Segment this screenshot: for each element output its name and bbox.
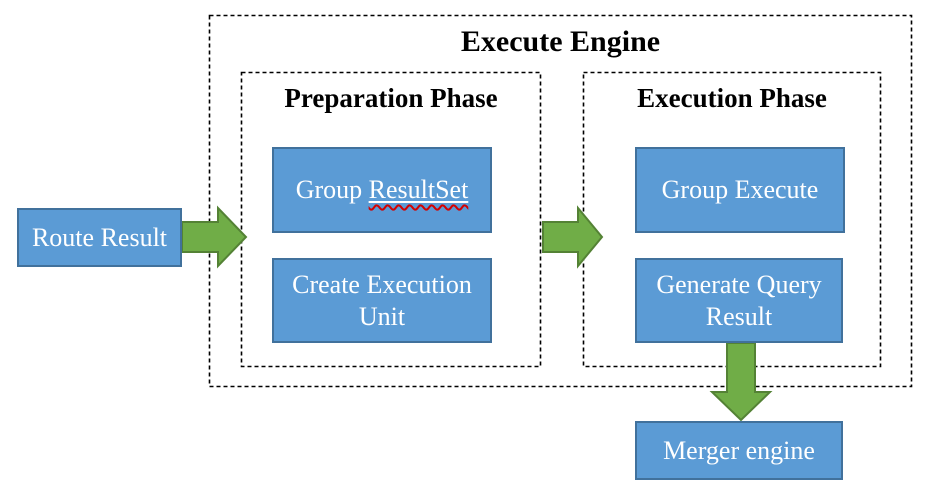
arrow-right-route-to-preparation-icon <box>181 205 248 269</box>
execute-engine-dashed-box <box>208 14 913 388</box>
preparation-phase-dashed-box <box>240 71 542 368</box>
group-resultset-node: Group ResultSet <box>272 147 492 233</box>
execute-engine-title: Execute Engine <box>460 25 661 58</box>
route-result-label: Route Result <box>31 222 168 252</box>
merger-engine-label: Merger engine <box>663 435 815 465</box>
spellcheck-squiggle: ResultSet <box>369 175 469 204</box>
arrow-down-result-to-merger-icon <box>709 342 773 422</box>
generate-query-result-node: Generate Query Result <box>635 258 843 343</box>
group-execute-node: Group Execute <box>635 147 845 233</box>
group-resultset-label-prefix: Group <box>295 175 369 205</box>
merger-engine-node: Merger engine <box>635 421 843 480</box>
preparation-phase-title: Preparation Phase <box>284 83 498 113</box>
route-result-node: Route Result <box>17 208 182 267</box>
group-resultset-label-word: ResultSet <box>368 175 469 205</box>
arrow-right-preparation-to-execution-icon <box>542 205 604 269</box>
create-execution-unit-node: Create Execution Unit <box>272 258 492 343</box>
group-execute-label: Group Execute <box>661 175 819 205</box>
group-resultset-label: Group ResultSet <box>296 174 469 206</box>
execution-phase-dashed-box <box>582 71 882 368</box>
execution-phase-title: Execution Phase <box>637 83 827 113</box>
generate-query-result-label: Generate Query Result <box>656 269 822 331</box>
create-execution-unit-label: Create Execution Unit <box>292 269 472 331</box>
